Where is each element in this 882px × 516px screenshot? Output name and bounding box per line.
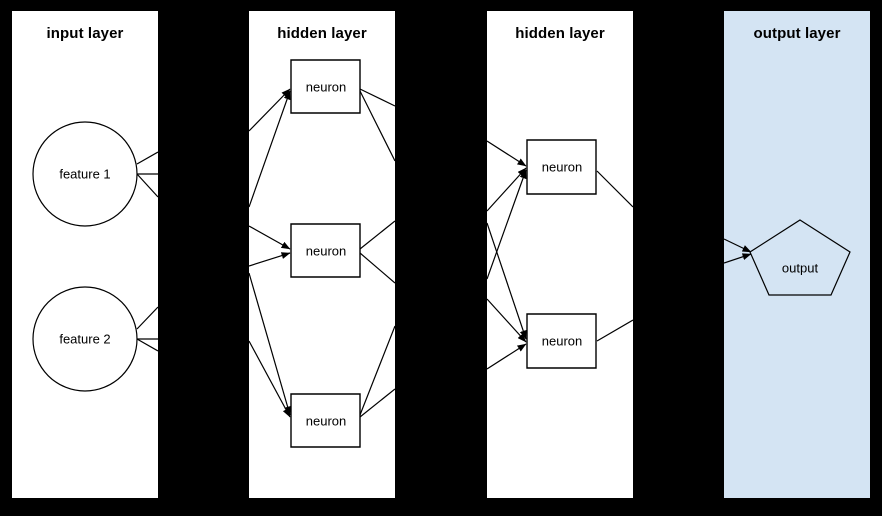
edge-in-h2n1-c bbox=[487, 169, 526, 279]
edge-in-h2n1-b bbox=[487, 168, 526, 211]
node-hidden-2-neuron-2[interactable] bbox=[527, 314, 596, 368]
edge-feature1-to-h1n1 bbox=[137, 152, 158, 164]
edge-in-h2n2-b bbox=[487, 299, 526, 342]
edge-in-h2n1-a bbox=[487, 141, 527, 166]
edge-in-h2n2-a bbox=[487, 223, 527, 340]
edge-in-h1n1-b bbox=[249, 90, 290, 207]
node-output[interactable] bbox=[750, 220, 850, 295]
edge-in-h1n2-a bbox=[249, 226, 291, 249]
input-layer-graphics bbox=[12, 11, 158, 498]
panel-input-layer[interactable]: input layer feature 1 feature 2 bbox=[12, 11, 158, 498]
edge-out-h2n2 bbox=[597, 320, 633, 341]
edge-feature2-to-h1n3 bbox=[137, 339, 158, 351]
edge-in-h1n3-a bbox=[249, 273, 292, 416]
panel-output-layer[interactable]: output layer output bbox=[724, 11, 870, 498]
node-hidden-1-neuron-3[interactable] bbox=[291, 394, 360, 447]
output-layer-graphics bbox=[724, 11, 870, 498]
edge-out-h1n2-a bbox=[360, 221, 395, 249]
edge-in-output-b bbox=[724, 253, 752, 263]
edge-out-h1n3-a bbox=[360, 326, 395, 415]
panel-title-input-layer: input layer bbox=[46, 25, 124, 42]
panel-hidden-layer-2[interactable]: hidden layer neu bbox=[487, 11, 633, 498]
panel-title-output-layer: output layer bbox=[753, 25, 841, 42]
edge-out-h1n1-a bbox=[360, 89, 395, 106]
edge-in-h2n2-c bbox=[487, 344, 527, 369]
node-hidden-2-neuron-1[interactable] bbox=[527, 140, 596, 194]
panel-title-hidden-layer-1: hidden layer bbox=[277, 25, 367, 42]
panel-title-hidden-layer-2: hidden layer bbox=[515, 25, 605, 42]
node-hidden-1-neuron-1[interactable] bbox=[291, 60, 360, 113]
edge-feature2-to-h1n1 bbox=[137, 307, 158, 329]
edge-out-h1n3-b bbox=[360, 389, 395, 417]
panel-hidden-layer-1[interactable]: hidden layer bbox=[249, 11, 395, 498]
edge-out-h1n1-b bbox=[360, 91, 395, 161]
node-feature-2[interactable] bbox=[33, 287, 137, 391]
edge-out-h2n1 bbox=[597, 171, 633, 207]
edge-out-h1n2-b bbox=[360, 253, 395, 283]
node-feature-1[interactable] bbox=[33, 122, 137, 226]
edge-feature1-to-h1n3 bbox=[137, 174, 158, 197]
edge-in-h1n1-a bbox=[249, 89, 290, 131]
edge-in-h1n3-b bbox=[249, 341, 290, 418]
edge-in-output-a bbox=[724, 239, 752, 252]
hidden-layer-1-graphics bbox=[249, 11, 395, 498]
hidden-layer-2-graphics bbox=[487, 11, 633, 498]
node-hidden-1-neuron-2[interactable] bbox=[291, 224, 360, 277]
edge-in-h1n2-b bbox=[249, 252, 291, 266]
